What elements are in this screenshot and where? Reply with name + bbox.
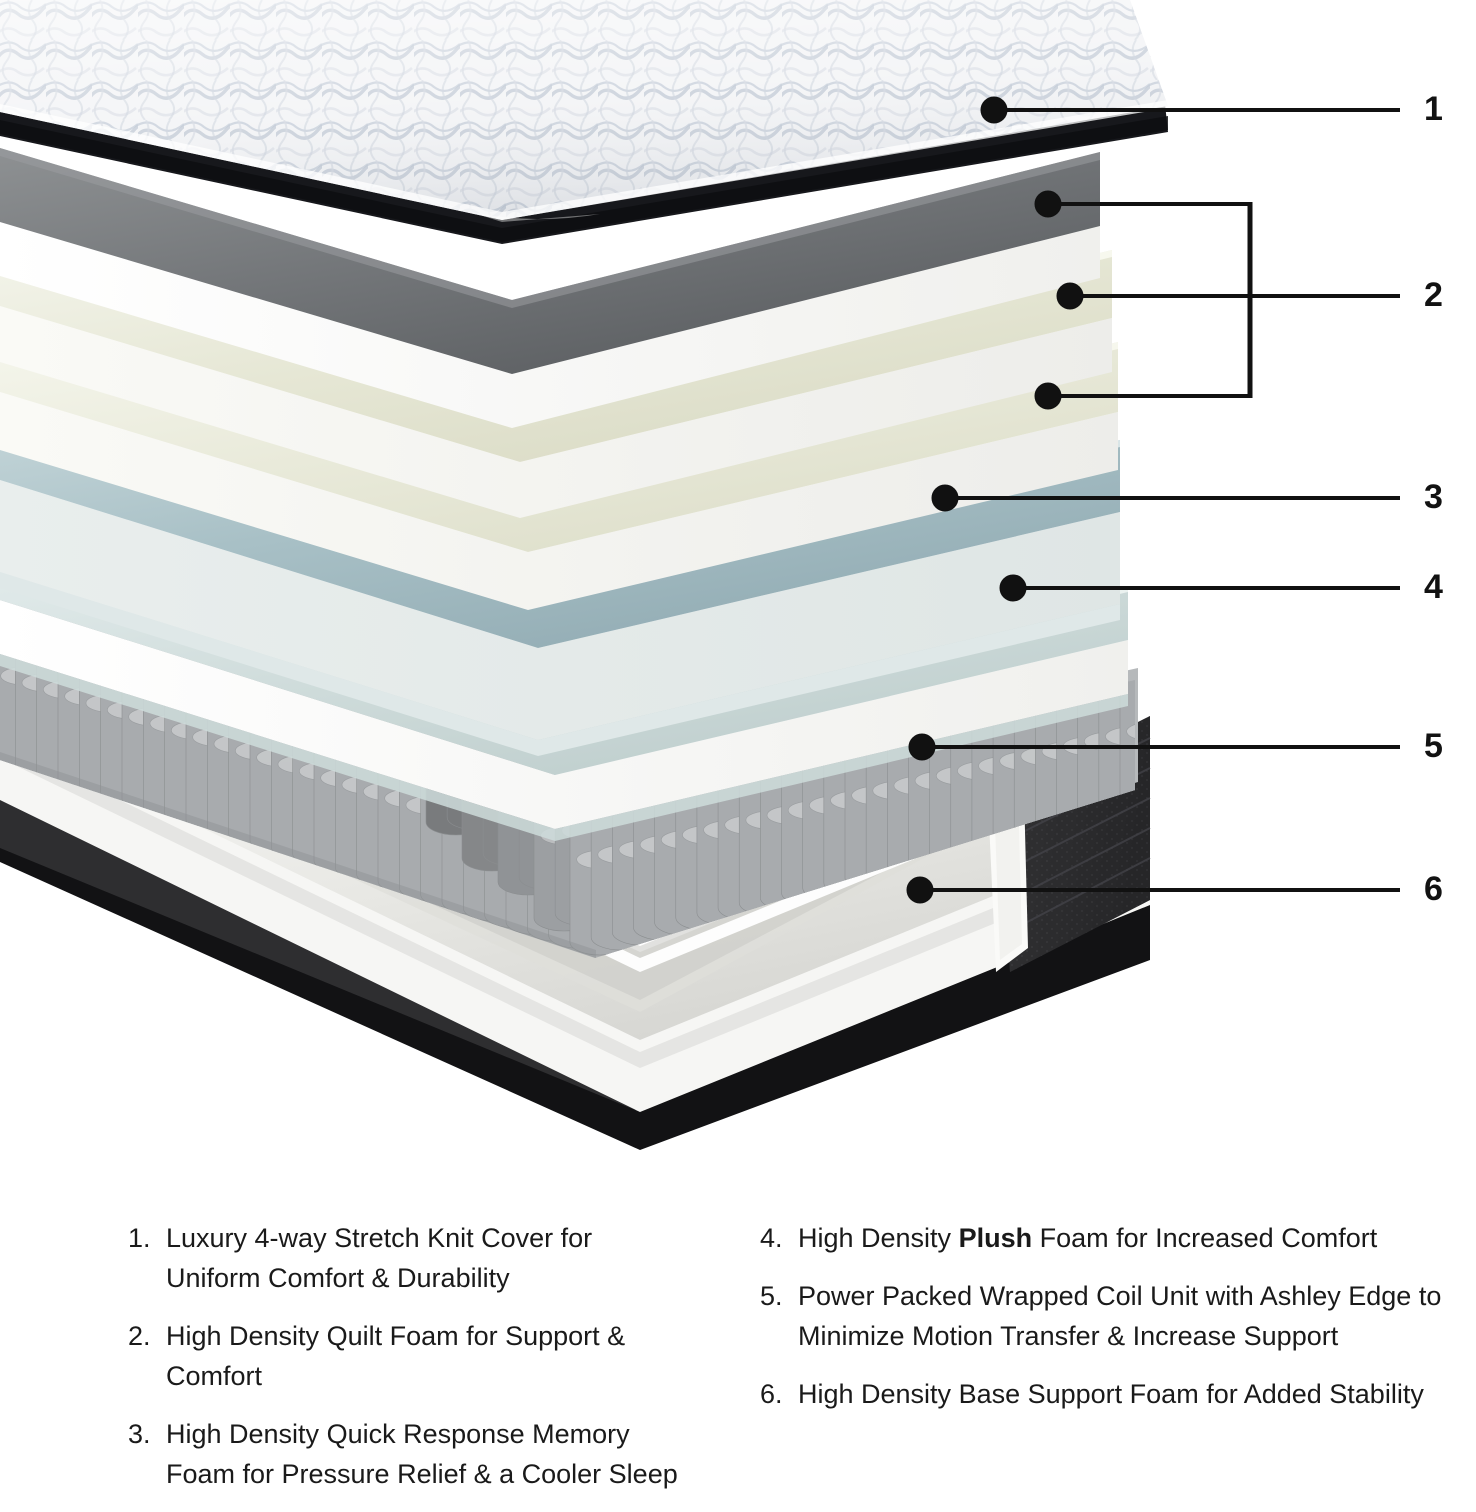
layer-2b-quilt-foam <box>0 238 1112 518</box>
legend-item-5-number: 5. <box>760 1281 783 1311</box>
callout-number-5: 5 <box>1424 727 1443 765</box>
legend-item-4-text-after: Foam for Increased Comfort <box>1032 1223 1378 1253</box>
legend-column-left: 1. Luxury 4-way Stretch Knit Cover for U… <box>128 1218 688 1512</box>
legend-item-4-number: 4. <box>760 1223 783 1253</box>
layer-2a-quilt-foam-dark <box>0 148 1100 428</box>
legend-item-5-text: Power Packed Wrapped Coil Unit with Ashl… <box>798 1281 1442 1351</box>
legend-item-6-text: High Density Base Support Foam for Added… <box>798 1379 1424 1409</box>
legend-item-2: 2. High Density Quilt Foam for Support &… <box>128 1316 688 1396</box>
legend-item-2-text: High Density Quilt Foam for Support & Co… <box>166 1321 626 1391</box>
legend-column-right: 4. High Density Plush Foam for Increased… <box>760 1218 1476 1432</box>
legend-item-1: 1. Luxury 4-way Stretch Knit Cover for U… <box>128 1218 688 1298</box>
legend-item-5: 5. Power Packed Wrapped Coil Unit with A… <box>760 1276 1476 1356</box>
callout-number-2: 2 <box>1424 276 1443 314</box>
legend-item-6-number: 6. <box>760 1379 783 1409</box>
legend-item-1-text: Luxury 4-way Stretch Knit Cover for Unif… <box>166 1223 593 1293</box>
callout-number-6: 6 <box>1424 870 1443 908</box>
legend-item-4-text-before: High Density <box>798 1223 959 1253</box>
legend-item-2-number: 2. <box>128 1321 151 1351</box>
callout-number-3: 3 <box>1424 478 1443 516</box>
callout-number-1: 1 <box>1424 90 1443 128</box>
callout-number-4: 4 <box>1424 568 1443 606</box>
legend-item-4: 4. High Density Plush Foam for Increased… <box>760 1218 1476 1258</box>
legend-item-3-text: High Density Quick Response Memory Foam … <box>166 1419 678 1489</box>
callout-leader-lines <box>906 96 1400 904</box>
layer-1-knit-cover <box>0 0 1168 244</box>
legend-item-4-text: High Density Plush Foam for Increased Co… <box>798 1218 1476 1258</box>
legend-item-3: 3. High Density Quick Response Memory Fo… <box>128 1414 688 1494</box>
legend-item-4-text-bold: Plush <box>958 1223 1033 1253</box>
mattress-exploded-diagram: 1 2 3 4 5 6 <box>0 0 1443 1150</box>
legend: 1. Luxury 4-way Stretch Knit Cover for U… <box>0 1218 1476 1500</box>
legend-item-6: 6. High Density Base Support Foam for Ad… <box>760 1374 1476 1414</box>
legend-item-3-number: 3. <box>128 1419 151 1449</box>
legend-item-1-number: 1. <box>128 1223 151 1253</box>
